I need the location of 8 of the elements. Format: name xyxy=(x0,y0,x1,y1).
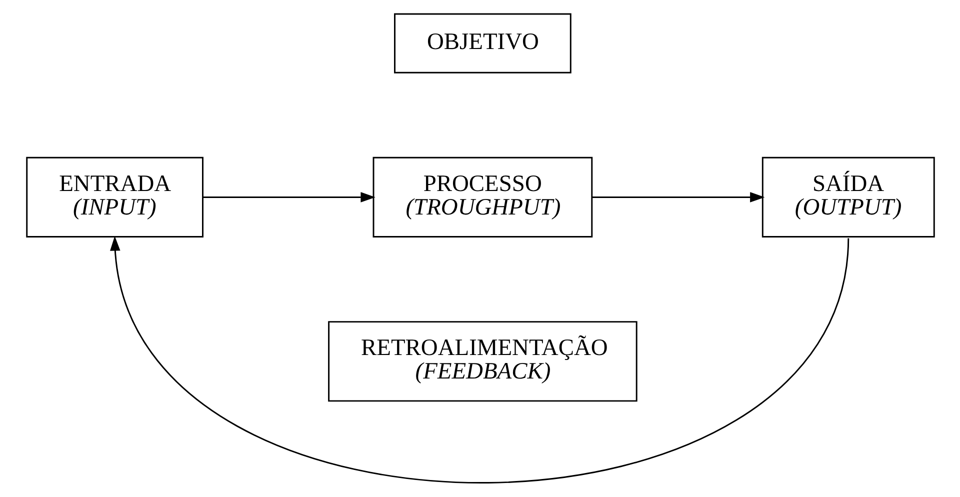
arrow xyxy=(592,192,764,202)
arrow xyxy=(110,236,849,484)
node-box: ENTRADA (INPUT) xyxy=(26,156,203,238)
node-box: RETROALIMENTAÇÃO (FEEDBACK) xyxy=(328,321,637,402)
node-box: OBJETIVO xyxy=(394,13,571,74)
node-box: SAÍDA (OUTPUT) xyxy=(761,156,934,238)
arrow xyxy=(202,192,375,202)
node-box: PROCESSO (TROUGHPUT) xyxy=(372,156,592,238)
